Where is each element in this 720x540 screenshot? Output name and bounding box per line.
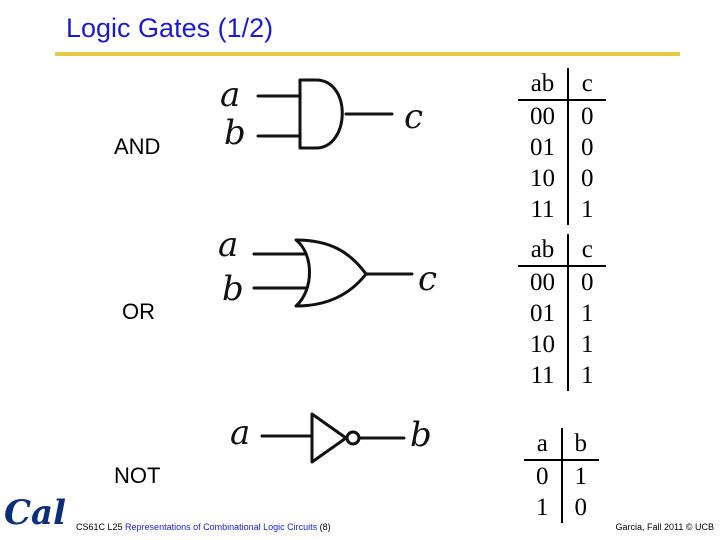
table-row: 0 1	[524, 460, 599, 492]
not-truth-table-header: a b	[524, 428, 599, 461]
or-row-output: 1	[581, 362, 594, 389]
table-row: 11 1	[518, 360, 606, 391]
or-gate-symbol: a b c	[218, 225, 437, 309]
or-row-output: 0	[581, 269, 594, 296]
table-row: 11 1	[518, 194, 606, 225]
or-gate-label: OR	[122, 299, 155, 324]
or-header-inputs: ab	[518, 234, 569, 267]
footer-course: CS61C L25	[76, 522, 123, 532]
or-truth-table: ab c 00 0 01 1 10 1 11 1	[518, 234, 606, 391]
not-header-output: b	[561, 428, 599, 461]
not-header-input: a	[524, 428, 563, 461]
and-row-inputs: 01	[518, 132, 569, 163]
not-row-input: 1	[524, 492, 563, 523]
not-truth-table: a b 0 1 1 0	[524, 428, 599, 523]
not-gate-symbol: a b	[230, 412, 432, 464]
footer-course-info: CS61C L25 Representations of Combination…	[76, 522, 331, 532]
or-output-label: c	[418, 259, 437, 299]
not-row-input: 0	[524, 460, 563, 492]
not-row-output: 0	[574, 494, 588, 521]
or-input-b-label: b	[222, 269, 244, 309]
and-input-b-label: b	[224, 113, 246, 153]
slide-title: Logic Gates (1/2)	[66, 13, 274, 43]
or-row-output: 1	[581, 300, 594, 327]
and-header-output: c	[568, 68, 606, 101]
or-row-output: 1	[581, 331, 594, 358]
footer-page-number: (8)	[319, 522, 331, 532]
footer-credit: Garcia, Fall 2011 © UCB	[615, 522, 715, 532]
and-output-label: c	[404, 97, 423, 137]
cal-logo: Cal	[4, 493, 66, 533]
or-row-inputs: 00	[518, 266, 569, 298]
and-truth-table: ab c 00 0 01 0 10 0 11 1	[518, 68, 606, 225]
table-row: 10 1	[518, 329, 606, 360]
and-input-a-label: a	[220, 75, 240, 115]
and-row-inputs: 00	[518, 100, 569, 132]
and-row-output: 1	[581, 196, 594, 223]
not-output-label: b	[410, 415, 432, 455]
and-row-inputs: 11	[518, 194, 569, 225]
or-gate-body	[294, 238, 368, 308]
table-row: 00 0	[518, 100, 606, 132]
not-gate-label: NOT	[114, 463, 161, 488]
and-gate-symbol: a b c	[220, 75, 423, 153]
and-row-output: 0	[581, 103, 594, 130]
table-row: 00 0	[518, 266, 606, 298]
or-header-output: c	[568, 234, 606, 267]
not-input-a-label: a	[230, 413, 250, 453]
and-row-inputs: 10	[518, 163, 569, 194]
table-row: 01 1	[518, 298, 606, 329]
and-header-inputs: ab	[518, 68, 569, 101]
footer-topic: Representations of Combinational Logic C…	[125, 522, 318, 532]
and-row-output: 0	[581, 165, 594, 192]
not-gate-bubble	[345, 430, 361, 446]
or-row-inputs: 10	[518, 329, 569, 360]
table-row: 10 0	[518, 163, 606, 194]
title-underline	[55, 52, 680, 56]
table-row: 01 0	[518, 132, 606, 163]
cal-logo-text: Cal	[4, 493, 66, 533]
or-row-inputs: 11	[518, 360, 569, 391]
not-row-output: 1	[574, 463, 588, 490]
or-row-inputs: 01	[518, 298, 569, 329]
or-truth-table-header: ab c	[518, 234, 606, 267]
and-gate-label: AND	[114, 134, 161, 159]
and-truth-table-header: ab c	[518, 68, 606, 101]
and-row-output: 0	[581, 134, 594, 161]
table-row: 1 0	[524, 492, 599, 523]
not-gate-body	[310, 412, 348, 464]
or-input-a-label: a	[218, 225, 238, 265]
and-gate-body	[298, 78, 344, 150]
